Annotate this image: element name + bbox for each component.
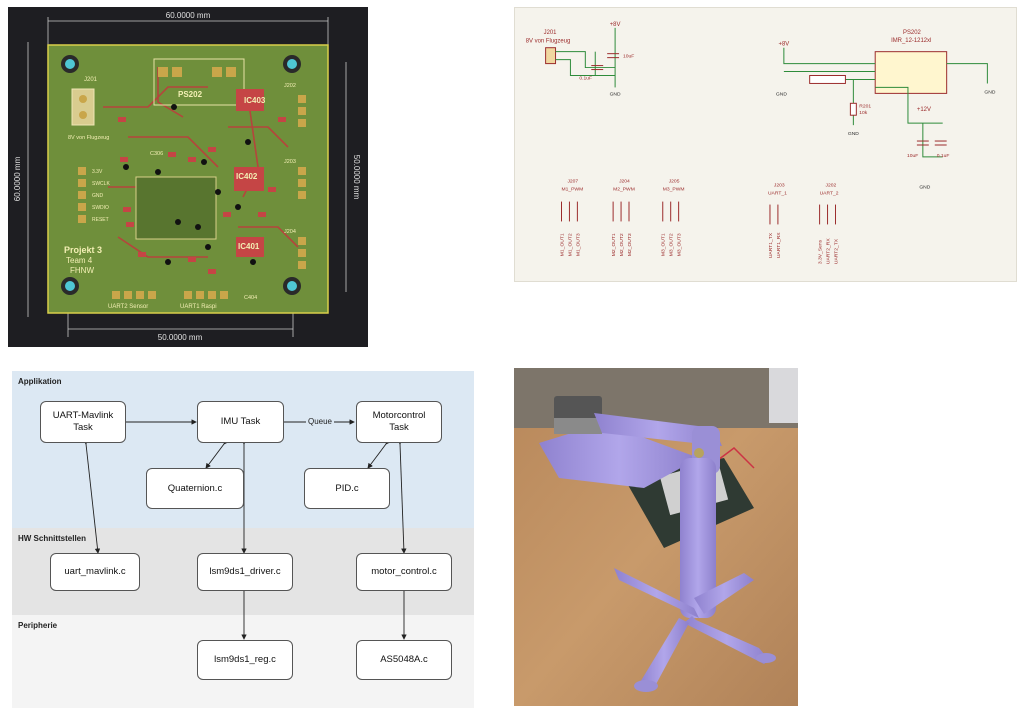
schem-connector-j202: J202 UART_2 3.3V_Sens UART2_RX UART2_TX xyxy=(818,183,840,264)
pcb-ref-j203: J203 xyxy=(284,159,296,165)
box-imu-task: IMU Task xyxy=(197,401,284,443)
pcb-pin-gnd: GND xyxy=(92,193,104,199)
svg-text:J205: J205 xyxy=(669,179,680,185)
svg-text:UART1_RX: UART1_RX xyxy=(776,232,782,258)
svg-text:M2_OUT2: M2_OUT2 xyxy=(619,233,625,256)
gimbal-photo xyxy=(514,368,798,706)
schem-connector-j203: J203 UART_1 UART1_TX UART1_RX xyxy=(768,183,787,258)
pcb-ref-ic403: IC403 xyxy=(244,96,266,105)
schem-ps202-part: IMR_12-1212xl xyxy=(891,38,931,44)
svg-text:M1_OUT2: M1_OUT2 xyxy=(567,233,573,256)
svg-text:M2_PWM: M2_PWM xyxy=(613,187,635,193)
pcb-ref-j202: J202 xyxy=(284,83,296,89)
box-uart-mavlink: uart_mavlink.c xyxy=(50,553,140,591)
schem-cap-4: 0.1uF xyxy=(937,153,950,159)
pcb-dim-left: 60.0000 mm xyxy=(13,156,22,201)
svg-text:M3_OUT2: M3_OUT2 xyxy=(669,233,675,256)
schem-ps202-ref: PS202 xyxy=(903,30,921,36)
schem-gnd-2: GND xyxy=(776,91,787,97)
svg-text:J203: J203 xyxy=(774,183,785,189)
schem-cap-1: 10uF xyxy=(623,54,634,60)
svg-text:UART1_TX: UART1_TX xyxy=(768,232,774,258)
schem-j201-note: 8V von Flugzeug xyxy=(526,39,571,45)
pcb-layout-image: 60.0000 mm 60.0000 mm 50.0000 mm 50.0000… xyxy=(8,7,368,347)
pcb-dim-top: 60.0000 mm xyxy=(166,11,211,20)
schem-power-8v-a: +8V xyxy=(610,22,621,28)
box-as5048a: AS5048A.c xyxy=(356,640,452,680)
pcb-ref-ic401: IC401 xyxy=(238,242,260,251)
pcb-ref-j201: J201 xyxy=(84,77,98,83)
svg-text:M3_PWM: M3_PWM xyxy=(663,187,685,193)
svg-text:UART_2: UART_2 xyxy=(820,191,839,197)
pcb-ref-j204: J204 xyxy=(284,229,296,235)
pcb-pin-swdio: SWDIO xyxy=(92,205,109,211)
mcu-footprint xyxy=(135,176,217,240)
schematic-image: J201 8V von Flugzeug +8V 10uF 0.1uF GND … xyxy=(514,7,1017,282)
svg-text:M2_OUT3: M2_OUT3 xyxy=(627,233,633,256)
schematic-drawing: J201 8V von Flugzeug +8V 10uF 0.1uF GND … xyxy=(526,22,996,264)
box-motor-control: motor_control.c xyxy=(356,553,452,591)
box-motorcontrol-task: Motorcontrol Task xyxy=(356,401,442,443)
pcb-project-line-1: Projekt 3 xyxy=(64,245,102,255)
svg-text:UART2_TX: UART2_TX xyxy=(833,238,839,264)
schem-gnd-4: GND xyxy=(919,185,930,191)
box-lsm9ds1-reg: lsm9ds1_reg.c xyxy=(197,640,293,680)
schem-connector-j205: J205 M3_PWM M3_OUT1 M3_OUT2 M3_OUT3 xyxy=(661,179,685,256)
svg-text:J202: J202 xyxy=(826,183,837,189)
schem-r201-value: 10k xyxy=(859,110,868,116)
pcb-uart2-label: UART2 Sensor xyxy=(108,304,148,310)
svg-text:J207: J207 xyxy=(567,179,578,185)
schem-r201-ref: R201 xyxy=(859,103,871,109)
box-quaternion: Quaternion.c xyxy=(146,468,244,509)
layer-label-hw: HW Schnittstellen xyxy=(18,534,87,543)
pcb-dim-bottom: 50.0000 mm xyxy=(158,333,203,342)
pcb-ref-c404: C404 xyxy=(244,295,257,301)
gimbal-photo-drawing xyxy=(514,368,798,706)
schem-gnd-3: GND xyxy=(848,131,859,137)
schem-power-12v: +12V xyxy=(917,107,931,113)
pcb-pin-3v3: 3.3V xyxy=(92,169,103,175)
box-uart-mavlink-task: UART-Mavlink Task xyxy=(40,401,126,443)
pcb-ref-ps202: PS202 xyxy=(178,90,203,99)
pcb-uart1-label: UART1 Raspi xyxy=(180,304,217,310)
schem-gnd-5: GND xyxy=(984,89,995,95)
pcb-project-line-3: FHNW xyxy=(70,266,94,275)
schem-connector-j204: J204 M2_PWM M2_OUT1 M2_OUT2 M2_OUT3 xyxy=(611,179,635,256)
box-pid: PID.c xyxy=(304,468,390,509)
pcb-pin-swclk: SWCLK xyxy=(92,181,110,187)
svg-text:M3_OUT3: M3_OUT3 xyxy=(677,233,683,256)
pcb-ref-c306: C306 xyxy=(150,151,163,157)
layer-label-applikation: Applikation xyxy=(18,377,62,386)
schem-j201-ref: J201 xyxy=(544,30,558,36)
svg-text:M1_PWM: M1_PWM xyxy=(561,187,583,193)
svg-text:J204: J204 xyxy=(619,179,630,185)
svg-text:M1_OUT1: M1_OUT1 xyxy=(559,233,565,256)
layer-label-peripherie: Peripherie xyxy=(18,621,58,630)
schem-ps202-block xyxy=(874,51,948,94)
svg-text:UART2_RX: UART2_RX xyxy=(826,238,832,264)
pcb-ref-ic402: IC402 xyxy=(236,172,258,181)
svg-text:3.3V_Sens: 3.3V_Sens xyxy=(818,239,824,264)
svg-text:M1_OUT3: M1_OUT3 xyxy=(575,233,581,256)
pcb-drawing: 60.0000 mm 60.0000 mm 50.0000 mm 50.0000… xyxy=(13,11,361,342)
svg-text:UART_1: UART_1 xyxy=(768,191,787,197)
software-architecture-diagram: Applikation HW Schnittstellen Peripherie… xyxy=(12,371,474,708)
schem-connector-j207: J207 M1_PWM M1_OUT1 M1_OUT2 M1_OUT3 xyxy=(559,179,583,256)
schem-cap-3: 10uF xyxy=(907,153,918,159)
schem-cap-2: 0.1uF xyxy=(579,75,592,81)
pcb-pin-reset: RESET xyxy=(92,217,109,223)
svg-text:M3_OUT1: M3_OUT1 xyxy=(661,233,667,256)
pcb-dim-right: 50.0000 mm xyxy=(352,155,361,200)
box-lsm9ds1-driver: lsm9ds1_driver.c xyxy=(197,553,293,591)
svg-text:M2_OUT1: M2_OUT1 xyxy=(611,233,617,256)
schem-gnd-1: GND xyxy=(610,91,621,97)
pcb-note: 8V von Flugzeug xyxy=(68,135,109,141)
pcb-project-line-2: Team 4 xyxy=(66,256,93,265)
schem-power-8v-b: +8V xyxy=(778,42,789,48)
